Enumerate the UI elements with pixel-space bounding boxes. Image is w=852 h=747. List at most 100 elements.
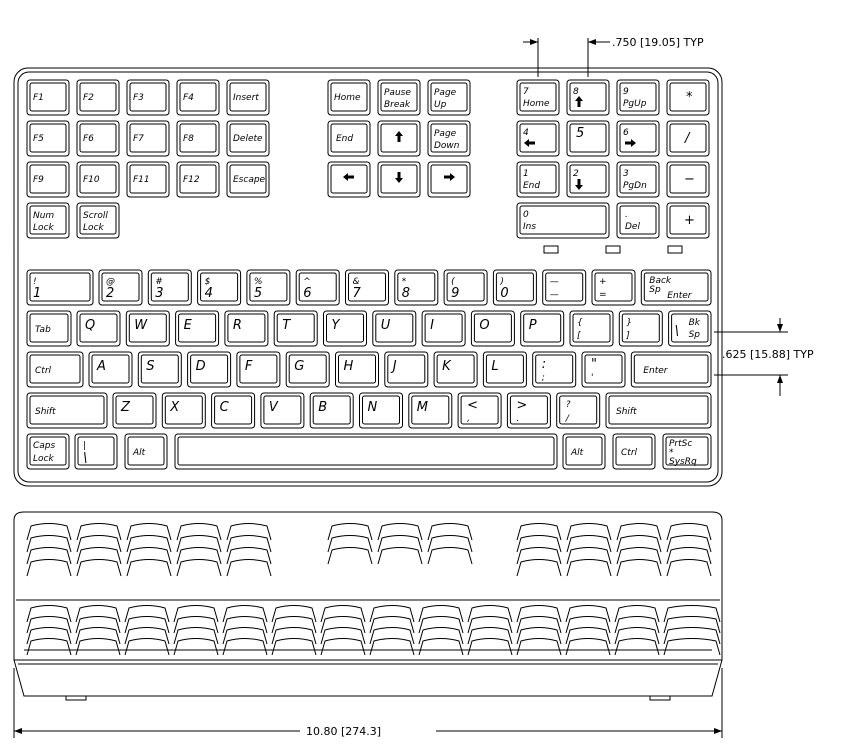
key-numpad-minus[interactable]: −	[666, 161, 710, 198]
key-g[interactable]: G	[285, 351, 330, 388]
key-quote[interactable]: "'	[581, 351, 626, 388]
key-tab[interactable]: Tab	[26, 310, 72, 347]
key-numpad-4[interactable]: 4	[516, 120, 560, 157]
key-f8[interactable]: F8	[176, 120, 220, 157]
key-f[interactable]: F	[236, 351, 281, 388]
key-f10[interactable]: F10	[76, 161, 120, 198]
key-shift-left[interactable]: Shift	[26, 392, 108, 429]
key-p[interactable]: P	[520, 310, 565, 347]
key-1[interactable]: !1	[26, 269, 94, 306]
key-slash[interactable]: ?/	[556, 392, 601, 429]
key-f2[interactable]: F2	[76, 79, 120, 116]
key-f12[interactable]: F12	[176, 161, 220, 198]
key-ctrl-right[interactable]: Ctrl	[612, 433, 656, 470]
key-minus[interactable]: ——	[542, 269, 587, 306]
key-c[interactable]: C	[211, 392, 256, 429]
key-numpad-5[interactable]: 5	[566, 120, 610, 157]
key-period[interactable]: >.	[506, 392, 551, 429]
key-f1[interactable]: F1	[26, 79, 70, 116]
key-z[interactable]: Z	[112, 392, 157, 429]
key-h[interactable]: H	[335, 351, 379, 388]
key-numpad-plus[interactable]: +	[666, 202, 710, 239]
key-d[interactable]: D	[187, 351, 232, 388]
key-numpad-dot[interactable]: .Del	[616, 202, 660, 239]
key-backslash-pipe[interactable]: |\	[74, 433, 118, 470]
key-r[interactable]: R	[224, 310, 269, 347]
key-j[interactable]: J	[384, 351, 429, 388]
key-7[interactable]: &7	[345, 269, 389, 306]
key-end[interactable]: End	[327, 120, 371, 157]
key-equals[interactable]: +=	[591, 269, 636, 306]
key-numpad-6[interactable]: 6	[616, 120, 660, 157]
key-left[interactable]	[327, 161, 371, 198]
key-enter[interactable]: Enter	[630, 351, 712, 388]
key-down[interactable]	[377, 161, 421, 198]
key-5[interactable]: %5	[246, 269, 291, 306]
key-u[interactable]: U	[372, 310, 417, 347]
key-k[interactable]: K	[433, 351, 478, 388]
key-w[interactable]: W	[125, 310, 170, 347]
key-f9[interactable]: F9	[26, 161, 70, 198]
key-f11[interactable]: F11	[126, 161, 170, 198]
key-left-bracket[interactable]: {[	[569, 310, 614, 347]
key-2[interactable]: @2	[98, 269, 143, 306]
key-comma[interactable]: <,	[457, 392, 502, 429]
key-home[interactable]: Home	[327, 79, 371, 116]
key-3[interactable]: #3	[147, 269, 192, 306]
key-prtsc-sysrq[interactable]: PrtSc*SysRq	[662, 433, 712, 470]
key-ctrl-left[interactable]: Ctrl	[26, 351, 84, 388]
key-8[interactable]: *8	[394, 269, 439, 306]
key-x[interactable]: X	[161, 392, 206, 429]
key-numpad-star[interactable]: *	[666, 79, 710, 116]
key-shift-right[interactable]: Shift	[605, 392, 712, 429]
key-m[interactable]: M	[408, 392, 453, 429]
key-s[interactable]: S	[137, 351, 182, 388]
key-insert[interactable]: Insert	[226, 79, 270, 116]
key-9[interactable]: (9	[443, 269, 488, 306]
key-f3[interactable]: F3	[126, 79, 170, 116]
key-n[interactable]: N	[359, 392, 403, 429]
key-numpad-8[interactable]: 8	[566, 79, 610, 116]
key-up[interactable]	[377, 120, 421, 157]
key-i[interactable]: I	[421, 310, 466, 347]
key-4[interactable]: $4	[197, 269, 242, 306]
key-f7[interactable]: F7	[126, 120, 170, 157]
key-t[interactable]: T	[273, 310, 318, 347]
key-right-bracket[interactable]: }]	[618, 310, 663, 347]
key-delete[interactable]: Delete	[226, 120, 270, 157]
key-semicolon[interactable]: :;	[532, 351, 577, 388]
key-alt-right[interactable]: Alt	[562, 433, 606, 470]
key-y[interactable]: Y	[323, 310, 367, 347]
key-space[interactable]	[174, 433, 558, 470]
key-o[interactable]: O	[470, 310, 515, 347]
key-f4[interactable]: F4	[176, 79, 220, 116]
key-e[interactable]: E	[175, 310, 220, 347]
key-f6[interactable]: F6	[76, 120, 120, 157]
key-numpad-slash[interactable]: /	[666, 120, 710, 157]
key-right[interactable]	[427, 161, 471, 198]
key-a[interactable]: A	[88, 351, 133, 388]
key-6[interactable]: ^6	[295, 269, 340, 306]
key-f5[interactable]: F5	[26, 120, 70, 157]
key-q[interactable]: Q	[76, 310, 121, 347]
key-numpad-2[interactable]: 2	[566, 161, 610, 198]
key-alt-left[interactable]: Alt	[124, 433, 168, 470]
key-l[interactable]: L	[482, 351, 527, 388]
key-b[interactable]: B	[309, 392, 354, 429]
key-0[interactable]: )0	[492, 269, 537, 306]
key-escape[interactable]: Escape	[226, 161, 270, 198]
key-v[interactable]: V	[260, 392, 305, 429]
